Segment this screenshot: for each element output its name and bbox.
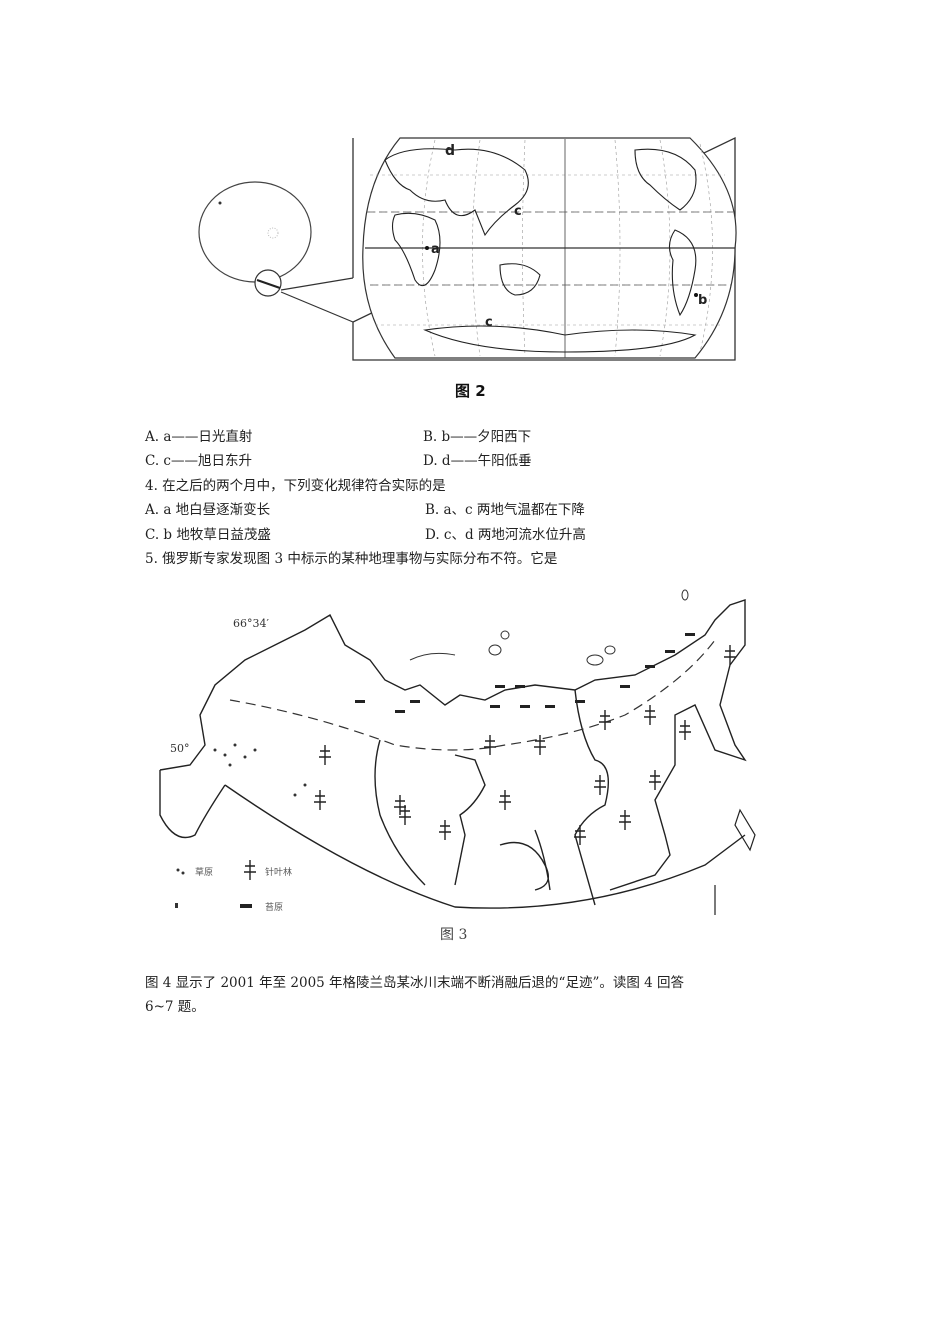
figure-3-caption: 图 3 xyxy=(440,927,468,943)
figure-2-caption: 图 2 xyxy=(455,382,486,400)
figure-4-intro-line-2: 6~7 题。 xyxy=(145,999,205,1015)
russia-vegetation-map: 66°34′ 50° 草原 针叶林 苔原 xyxy=(159,589,756,915)
legend-grass-label: 草原 xyxy=(195,866,213,878)
q4-option-c: C. b 地牧草日益茂盛 xyxy=(145,527,271,543)
map-label-a: a xyxy=(431,242,440,257)
figure-4-intro-line-1: 图 4 显示了 2001 年至 2005 年格陵兰岛某冰川末端不断消融后退的“足… xyxy=(145,975,685,991)
latitude-50-label: 50° xyxy=(170,742,190,755)
tundra-icon xyxy=(240,904,252,908)
q3-option-a: A. a——日光直射 xyxy=(145,429,253,445)
map-label-d: d xyxy=(445,143,455,159)
earth-orbit xyxy=(198,181,312,283)
q3-option-b: B. b——夕阳西下 xyxy=(423,429,532,445)
map-legend: 草原 针叶林 苔原 xyxy=(175,860,292,913)
map-label-c-south: c xyxy=(485,315,493,330)
legend-tundra-label: 苔原 xyxy=(265,901,283,913)
map-label-c-north: c xyxy=(514,204,522,219)
q4-option-b: B. a、c 两地气温都在下降 xyxy=(425,502,585,518)
q5-stem: 5. 俄罗斯专家发现图 3 中标示的某种地理事物与实际分布不符。它是 xyxy=(145,551,558,567)
legend-tundra-label-prefix xyxy=(195,903,198,913)
q3-option-d: D. d——午阳低垂 xyxy=(423,453,532,469)
tree-icon xyxy=(244,860,256,880)
q3-option-c: C. c——旭日东升 xyxy=(145,453,252,469)
map-label-b: b xyxy=(698,293,707,308)
q4-option-a: A. a 地白昼逐渐变长 xyxy=(145,502,271,518)
world-map-illustration: d c a b c xyxy=(198,136,737,361)
latitude-66-label: 66°34′ xyxy=(233,617,269,630)
sun-icon xyxy=(267,227,279,239)
q4-option-d: D. c、d 两地河流水位升高 xyxy=(425,527,586,543)
legend-conifer-label: 针叶林 xyxy=(265,866,292,878)
figure-3-russia-map: 66°34′ 50° 草原 针叶林 苔原 xyxy=(155,585,775,925)
q4-stem: 4. 在之后的两个月中，下列变化规律符合实际的是 xyxy=(145,478,446,494)
figure-2-orbit-and-world-map: d c a b c xyxy=(195,130,740,362)
